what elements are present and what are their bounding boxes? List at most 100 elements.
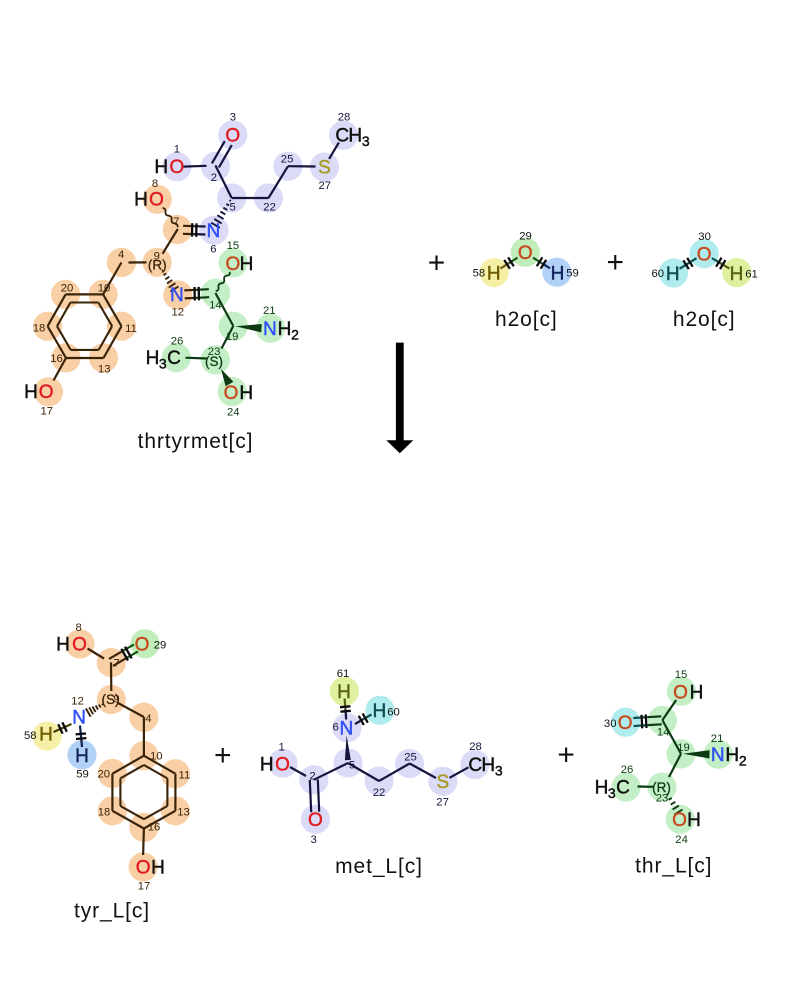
svg-text:met_L[c]: met_L[c]: [335, 855, 423, 878]
svg-text:H: H: [24, 382, 38, 403]
svg-text:18: 18: [98, 807, 111, 819]
svg-text:20: 20: [98, 769, 111, 781]
svg-text:25: 25: [404, 752, 417, 764]
svg-text:(S): (S): [102, 692, 120, 707]
svg-text:3: 3: [608, 785, 616, 801]
svg-text:H: H: [239, 383, 253, 404]
svg-text:S: S: [318, 158, 331, 179]
svg-text:13: 13: [98, 364, 111, 376]
svg-text:H: H: [278, 319, 292, 340]
svg-text:22: 22: [263, 202, 276, 214]
svg-text:25: 25: [281, 154, 294, 166]
svg-text:21: 21: [711, 733, 724, 745]
svg-text:2: 2: [739, 753, 747, 769]
svg-text:H: H: [373, 701, 387, 722]
svg-text:O: O: [275, 755, 290, 776]
svg-text:17: 17: [138, 880, 151, 892]
svg-text:59: 59: [566, 268, 579, 280]
svg-text:4: 4: [145, 713, 151, 725]
svg-text:O: O: [618, 713, 633, 734]
svg-text:O: O: [308, 810, 323, 831]
svg-text:9: 9: [154, 250, 160, 262]
svg-text:3: 3: [362, 133, 370, 149]
svg-text:N: N: [340, 719, 354, 740]
svg-text:16: 16: [148, 822, 161, 834]
svg-text:27: 27: [319, 180, 332, 192]
svg-text:O: O: [72, 635, 87, 656]
svg-text:H: H: [260, 755, 274, 776]
svg-text:27: 27: [436, 797, 449, 809]
svg-text:29: 29: [519, 231, 532, 243]
svg-text:8: 8: [152, 178, 158, 190]
svg-text:30: 30: [604, 718, 617, 730]
svg-text:C: C: [167, 348, 181, 369]
svg-text:23: 23: [208, 346, 221, 358]
svg-text:12: 12: [71, 695, 84, 707]
svg-text:H: H: [725, 745, 739, 766]
svg-text:15: 15: [675, 669, 688, 681]
svg-text:H: H: [487, 264, 501, 285]
svg-text:23: 23: [656, 793, 669, 805]
svg-text:H: H: [154, 157, 168, 178]
svg-text:h2o[c]: h2o[c]: [495, 308, 558, 331]
svg-text:9: 9: [113, 694, 119, 706]
svg-text:10: 10: [150, 750, 163, 762]
svg-text:12: 12: [172, 306, 185, 318]
svg-text:H: H: [690, 682, 704, 703]
svg-text:N: N: [170, 285, 184, 306]
svg-text:C: C: [468, 755, 482, 776]
svg-text:8: 8: [75, 622, 81, 634]
svg-text:16: 16: [50, 353, 63, 365]
svg-text:+: +: [557, 738, 575, 771]
svg-text:+: +: [214, 739, 232, 772]
svg-text:N: N: [263, 319, 277, 340]
svg-text:S: S: [437, 772, 450, 793]
svg-text:21: 21: [263, 305, 276, 317]
svg-text:H: H: [337, 682, 351, 703]
svg-text:C: C: [616, 778, 630, 799]
svg-text:H: H: [730, 264, 744, 285]
svg-text:(R): (R): [148, 257, 167, 272]
svg-text:O: O: [226, 254, 241, 275]
svg-text:14: 14: [209, 299, 222, 311]
svg-text:11: 11: [179, 769, 191, 781]
svg-text:60: 60: [652, 268, 665, 280]
svg-text:h2o[c]: h2o[c]: [673, 308, 736, 331]
svg-text:5: 5: [229, 202, 235, 214]
svg-text:H: H: [75, 746, 89, 767]
svg-text:H: H: [551, 264, 565, 285]
svg-text:3: 3: [159, 356, 167, 372]
svg-text:29: 29: [154, 640, 167, 652]
svg-text:4: 4: [118, 249, 124, 261]
svg-text:thrtyrmet[c]: thrtyrmet[c]: [138, 430, 254, 453]
svg-text:22: 22: [373, 787, 386, 799]
svg-text:20: 20: [61, 283, 74, 295]
svg-text:28: 28: [338, 112, 351, 124]
svg-text:58: 58: [473, 268, 486, 280]
svg-text:H: H: [595, 778, 609, 799]
svg-text:3: 3: [310, 834, 316, 846]
svg-text:H: H: [39, 725, 53, 746]
svg-text:1: 1: [278, 742, 284, 754]
svg-text:58: 58: [24, 730, 37, 742]
svg-text:O: O: [697, 245, 712, 266]
svg-text:O: O: [39, 382, 54, 403]
svg-text:O: O: [149, 189, 164, 210]
svg-text:11: 11: [125, 323, 137, 335]
svg-text:O: O: [136, 858, 151, 879]
svg-text:2: 2: [309, 770, 315, 782]
svg-text:24: 24: [227, 406, 240, 418]
svg-text:O: O: [518, 243, 533, 264]
svg-text:15: 15: [227, 240, 240, 252]
svg-text:H: H: [151, 858, 165, 879]
svg-text:O: O: [170, 157, 185, 178]
svg-text:C: C: [335, 126, 349, 147]
svg-text:17: 17: [41, 406, 54, 418]
svg-text:30: 30: [698, 231, 711, 243]
svg-text:O: O: [672, 810, 687, 831]
svg-text:13: 13: [177, 807, 190, 819]
svg-text:H: H: [666, 264, 680, 285]
svg-text:(S): (S): [205, 354, 223, 369]
svg-text:1: 1: [174, 144, 180, 156]
svg-text:+: +: [428, 247, 446, 280]
